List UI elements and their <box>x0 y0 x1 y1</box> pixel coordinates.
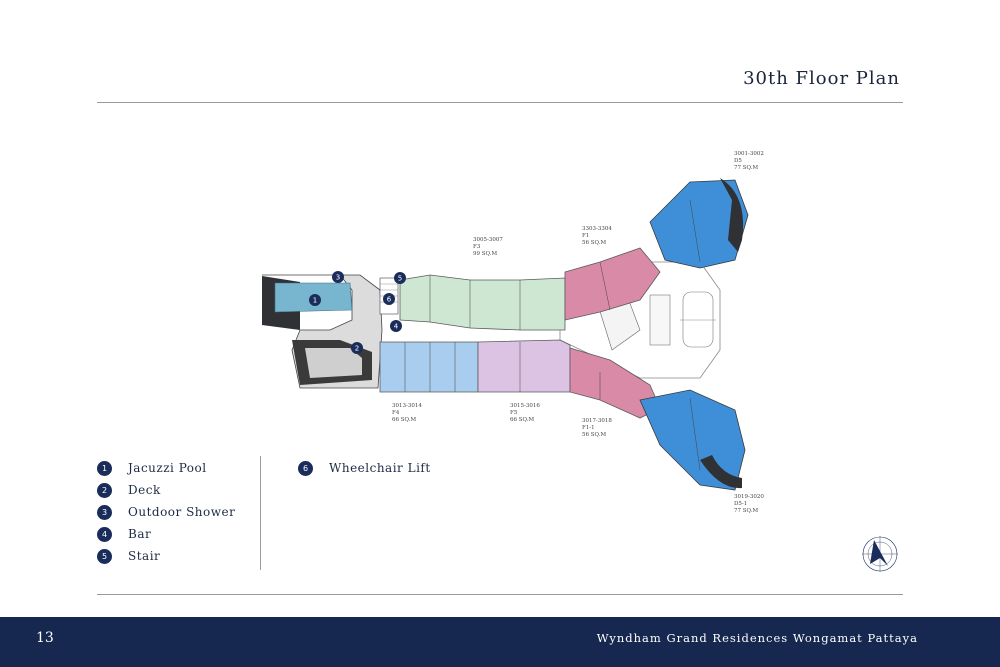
plan-marker-2: 2 <box>351 342 363 354</box>
plan-markers: 1 2 3 4 5 6 <box>309 271 406 354</box>
legend-label: Deck <box>128 483 161 497</box>
svg-text:3: 3 <box>336 274 340 282</box>
pool-deck-area <box>262 274 383 389</box>
plan-marker-4: 4 <box>390 320 402 332</box>
legend-divider <box>260 456 261 570</box>
legend-item-bar: 4 Bar <box>97 525 151 543</box>
bottom-divider <box>97 594 903 595</box>
legend-label: Bar <box>128 527 152 541</box>
legend-number: 1 <box>97 460 112 476</box>
legend-item-deck: 2 Deck <box>97 481 161 499</box>
page-number: 13 <box>36 630 54 646</box>
lower-arm-units <box>379 339 746 491</box>
svg-text:4: 4 <box>394 323 399 331</box>
legend-item-outdoor-shower: 3 Outdoor Shower <box>97 503 235 521</box>
legend-number: 5 <box>97 548 112 564</box>
legend-item-jacuzzi-pool: 1 Jacuzzi Pool <box>97 459 207 477</box>
legend-label: Stair <box>128 549 161 563</box>
footer-bar: 13 Wyndham Grand Residences Wongamat Pat… <box>0 617 1000 667</box>
upper-arm-units <box>399 178 749 331</box>
svg-text:1: 1 <box>313 297 317 305</box>
legend-label: Jacuzzi Pool <box>128 461 207 475</box>
legend-number: 3 <box>97 504 112 520</box>
footer-brand: Wyndham Grand Residences Wongamat Pattay… <box>596 631 918 645</box>
svg-text:6: 6 <box>387 296 392 304</box>
plan-marker-3: 3 <box>332 271 344 283</box>
legend-number: 6 <box>298 460 313 476</box>
legend-number: 4 <box>97 526 112 542</box>
plan-marker-5: 5 <box>394 272 406 284</box>
page-title: 30th Floor Plan <box>743 68 900 89</box>
legend-number: 2 <box>97 482 112 498</box>
floor-plan: 1 2 3 4 5 6 <box>262 178 898 572</box>
legend-label: Wheelchair Lift <box>329 461 431 475</box>
plan-marker-6: 6 <box>383 293 395 305</box>
svg-text:2: 2 <box>355 345 359 353</box>
plan-marker-1: 1 <box>309 294 321 306</box>
top-divider <box>97 102 903 103</box>
svg-text:5: 5 <box>398 275 402 283</box>
legend-item-wheelchair-lift: 6 Wheelchair Lift <box>298 459 431 477</box>
north-compass-icon <box>862 536 898 572</box>
legend-item-stair: 5 Stair <box>97 547 160 565</box>
legend-label: Outdoor Shower <box>128 505 236 519</box>
unit-partitions <box>404 199 701 471</box>
